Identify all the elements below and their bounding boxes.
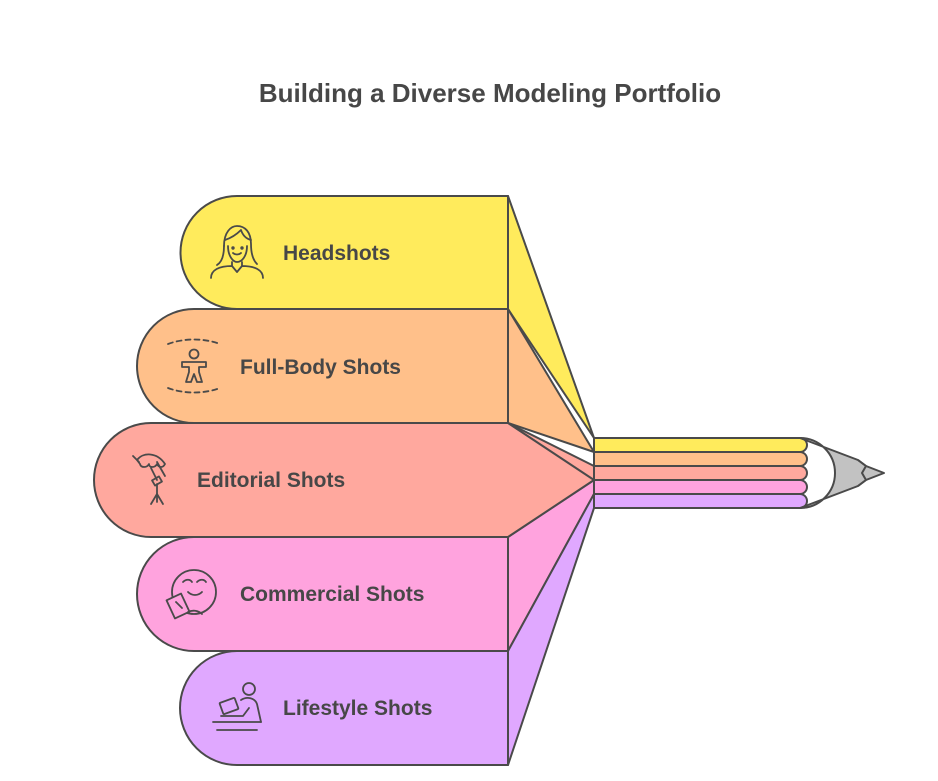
pencil-strip-headshots	[593, 437, 808, 453]
tab-editorial	[93, 422, 595, 538]
label-editorial: Editorial Shots	[197, 469, 345, 492]
pencil-strip-lifestyle	[593, 493, 808, 509]
pencil-lead-line	[857, 459, 867, 487]
label-lifestyle: Lifestyle Shots	[283, 697, 432, 720]
tab-full-body	[136, 308, 509, 424]
tab-headshots	[179, 195, 509, 310]
pencil-strip-editorial	[593, 465, 808, 481]
pencil-tip	[799, 437, 885, 509]
tab-commercial	[136, 536, 509, 652]
tab-lifestyle	[179, 650, 509, 766]
pencil-strip-full-body	[593, 451, 808, 467]
person-relaxing-with-laptop-icon	[212, 682, 262, 731]
photo-umbrella-light-icon	[132, 453, 166, 505]
tabs	[93, 195, 595, 766]
label-commercial: Commercial Shots	[240, 583, 424, 606]
label-full-body: Full-Body Shots	[240, 356, 401, 379]
pencil	[593, 437, 885, 509]
page-title: Building a Diverse Modeling Portfolio	[259, 78, 721, 108]
smiling-face-with-card-icon	[165, 569, 217, 620]
full-body-pose-icon	[167, 338, 221, 394]
woman-portrait-icon	[210, 225, 264, 279]
label-headshots: Headshots	[283, 242, 390, 265]
pencil-strip-commercial	[593, 479, 808, 495]
